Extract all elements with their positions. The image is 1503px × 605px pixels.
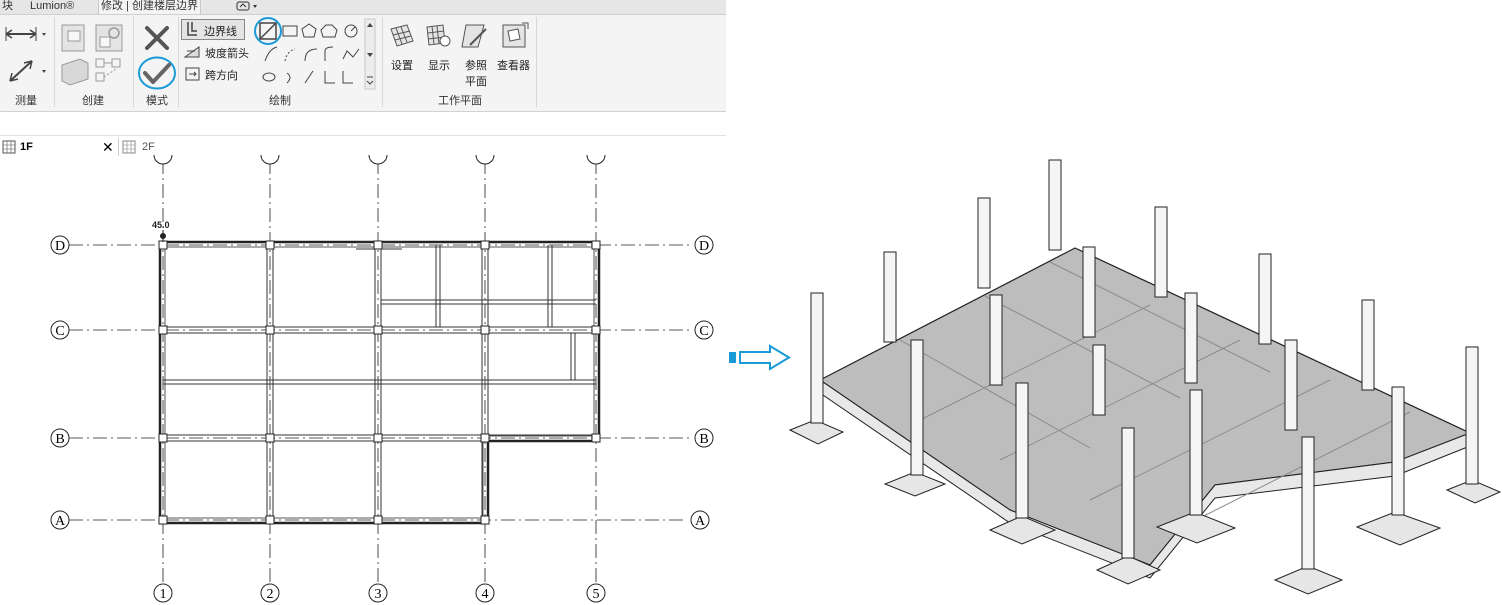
slope-value-text: 45.0 (152, 220, 170, 230)
span-direction-option[interactable]: 跨方向 (183, 65, 255, 83)
create-group-button[interactable] (60, 21, 130, 92)
workplane-viewer-button[interactable] (500, 21, 530, 56)
grid-lines (69, 160, 692, 583)
slab-boundary-inner (164, 246, 595, 519)
grid-label-d-left: D (55, 239, 65, 254)
columns (158, 240, 601, 525)
span-direction-icon (185, 67, 200, 81)
tab-block[interactable]: 块 (2, 0, 13, 12)
boundary-line-label: 边界线 (204, 26, 237, 38)
grid-label-c-left: C (55, 324, 64, 339)
grid-label-d-right: D (699, 239, 709, 254)
ribbon-area: 块 Lumion® 修改 | 创建楼层边界 (0, 0, 726, 158)
boundary-line-option[interactable]: 边界线 (181, 19, 245, 40)
show-plane-icon (426, 24, 451, 47)
panel-title-mode: 模式 (146, 95, 168, 107)
slope-arrow-icon (183, 46, 200, 58)
show-workplane-button[interactable] (423, 21, 453, 56)
grid-label-c-right: C (699, 324, 708, 339)
view-tab-1f-label: 1F (20, 141, 33, 153)
panel-divider (54, 17, 55, 107)
ribbon-tab-strip: 块 Lumion® 修改 | 创建楼层边界 (0, 0, 726, 15)
viewer-icon (502, 22, 529, 48)
reference-plane-button[interactable] (460, 21, 490, 56)
slope-arrow-label: 坡度箭头 (205, 48, 249, 60)
beams (163, 241, 596, 520)
view-tab-2f-label: 2F (142, 141, 155, 153)
grid-label-b-left: B (55, 432, 64, 447)
span-direction-label: 跨方向 (205, 70, 238, 82)
aligned-dimension-icon (9, 60, 46, 82)
panel-title-workplane: 工作平面 (438, 95, 482, 107)
slope-arrow-option[interactable]: 坡度箭头 (183, 43, 255, 61)
panel-divider (536, 17, 537, 107)
grid-bubbles-top (153, 155, 606, 165)
grid-label-5: 5 (593, 587, 600, 602)
grid-plane-icon (390, 24, 414, 47)
grid-label-a-right: A (695, 514, 706, 529)
dimension-icon (5, 27, 46, 41)
floor-plan-icon (122, 140, 136, 154)
close-icon[interactable]: ✕ (102, 139, 114, 155)
floor-plan-icon (2, 140, 16, 154)
measure-distance-button[interactable] (4, 23, 48, 50)
ribbon: 测量 创建 (0, 15, 726, 112)
chevron-down-icon (236, 1, 257, 11)
tab-modify-floor-boundary[interactable]: 修改 | 创建楼层边界 (98, 0, 201, 14)
grid-label-a-left: A (55, 514, 66, 529)
slab-3d (818, 247, 1472, 579)
reference-plane-icon (461, 24, 487, 48)
draw-tool-gallery[interactable] (247, 15, 381, 98)
slab-boundary-outer[interactable] (158, 240, 601, 525)
grid-bubbles-right: D C B A (690, 235, 714, 530)
quick-access-dropdown[interactable] (233, 0, 263, 14)
set-workplane-label: 设置 (391, 60, 413, 72)
tab-lumion[interactable]: Lumion® (30, 0, 75, 12)
slope-marker[interactable]: 45.0 (152, 220, 170, 242)
grid-label-1: 1 (160, 587, 167, 602)
show-workplane-label: 显示 (428, 60, 450, 72)
grid-bubbles-bottom: 1 2 3 4 5 (153, 583, 606, 603)
finish-edit-mode-button[interactable] (137, 55, 177, 96)
checkmark-icon (138, 56, 176, 90)
floor-plan-view[interactable]: 45.0 D C B A D C B A 1 (0, 155, 726, 605)
panel-title-measure: 测量 (15, 95, 37, 107)
draw-tools-icon (254, 17, 376, 90)
view-tab-bar: 1F ✕ 2F (0, 135, 726, 158)
create-tools-icon (61, 24, 123, 86)
close-icon (145, 26, 169, 50)
panel-title-create: 创建 (82, 95, 104, 107)
panel-title-draw: 绘制 (269, 95, 291, 107)
grid-label-2: 2 (267, 587, 274, 602)
cancel-edit-mode-button[interactable] (143, 25, 171, 56)
grid-label-b-right: B (699, 432, 708, 447)
measure-aligned-button[interactable] (4, 57, 48, 92)
panel-divider (382, 17, 383, 107)
view-tab-1f[interactable]: 1F ✕ (0, 138, 119, 156)
reference-plane-label-line2: 平面 (465, 76, 487, 88)
reference-plane-label-line1: 参照 (465, 60, 487, 72)
panel-divider (178, 17, 179, 107)
grid-label-4: 4 (482, 587, 489, 602)
boundary-line-icon (187, 22, 197, 36)
arrow-right-icon (729, 344, 791, 371)
view-tab-2f[interactable]: 2F (120, 138, 180, 156)
columns-3d (788, 159, 1502, 595)
grid-bubbles-left: D C B A (50, 235, 70, 530)
grid-label-3: 3 (375, 587, 382, 602)
set-workplane-button[interactable] (387, 21, 417, 56)
panel-divider (133, 17, 134, 107)
workplane-viewer-label: 查看器 (497, 60, 530, 72)
